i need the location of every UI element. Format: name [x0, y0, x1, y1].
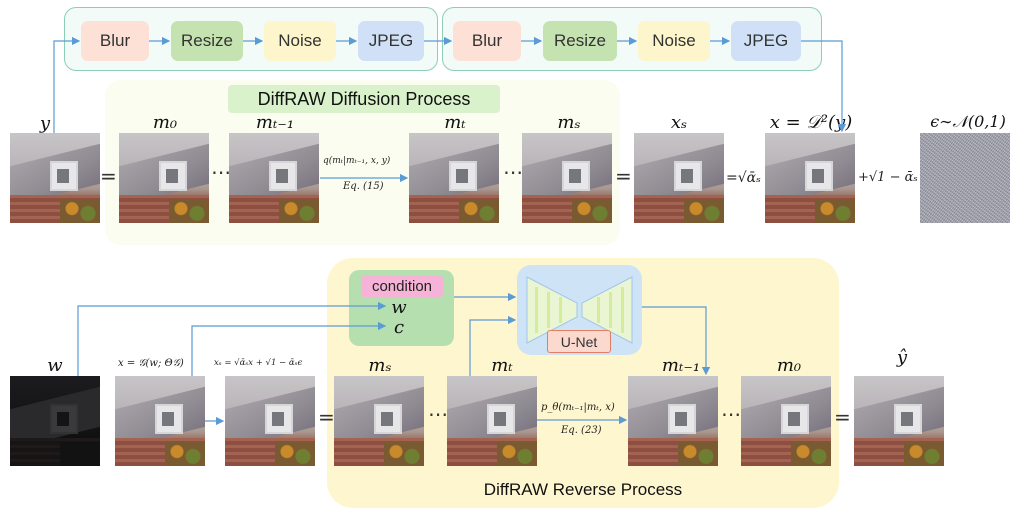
image-xs-rev	[225, 376, 315, 466]
label-rev-m0: m₀	[776, 355, 802, 376]
condition-w: w	[391, 297, 407, 318]
sqrt-alpha-label: =√ᾱₛ	[726, 170, 761, 186]
jpeg-op-2: JPEG	[731, 21, 801, 61]
arrow-unet-to-mt1	[642, 306, 711, 376]
resize-op-2: Resize	[543, 21, 617, 61]
blur-op-2: Blur	[453, 21, 521, 61]
reverse-transition-label: p_θ(mₜ₋₁|mₜ, x)	[541, 402, 615, 413]
image-rev-mt-1	[628, 376, 718, 466]
diffusion-process-title: DiffRAW Diffusion Process	[228, 85, 500, 113]
unet-tag: U-Net	[547, 330, 611, 353]
unet-shape-icon	[526, 276, 633, 344]
label-mt-1: mₜ₋₁	[255, 112, 295, 133]
jpeg-op-1: JPEG	[358, 21, 424, 61]
noise-op-1: Noise	[264, 21, 336, 61]
image-mt-1	[229, 133, 319, 223]
label-xs-formula: xₛ = √ᾱₛx + √1 − ᾱₛϵ	[214, 358, 303, 368]
ellipsis-2: ⋯	[503, 160, 523, 184]
resize-op-1: Resize	[171, 21, 243, 61]
condition-c: c	[393, 317, 405, 338]
image-ms	[522, 133, 612, 223]
arrow-xg-to-condition	[191, 321, 387, 376]
rev-equals-sign-1: =	[318, 405, 335, 429]
image-m0	[119, 133, 209, 223]
rev-ellipsis-2: ⋯	[721, 402, 741, 426]
label-x-generator: x = 𝒢(w; Θ𝒢)	[118, 358, 184, 369]
label-w: w	[47, 355, 63, 376]
label-rev-mt-1: mₜ₋₁	[661, 355, 701, 376]
arrow-mt-to-unet	[469, 315, 517, 376]
label-epsilon: ϵ∼𝒩(0,1)	[930, 112, 1006, 131]
image-x	[765, 133, 855, 223]
arrow-w-to-condition	[77, 301, 387, 376]
label-rev-mt: mₜ	[491, 355, 513, 376]
image-xs	[634, 133, 724, 223]
noise-op-2: Noise	[638, 21, 710, 61]
image-rev-ms	[334, 376, 424, 466]
label-x-d2y: x = 𝒟²(y)	[769, 112, 853, 133]
label-rev-ms: mₛ	[368, 355, 392, 376]
image-w	[10, 376, 100, 466]
label-m0: m₀	[152, 112, 178, 133]
ellipsis-1: ⋯	[211, 160, 231, 184]
label-yhat: ŷ	[896, 347, 908, 368]
rev-equals-sign-2: =	[834, 405, 851, 429]
label-xs: xₛ	[670, 112, 688, 133]
noise-image	[920, 133, 1010, 223]
label-mt: mₜ	[444, 112, 466, 133]
rev-ellipsis-1: ⋯	[428, 402, 448, 426]
equals-sign-1: =	[100, 164, 117, 188]
image-x-generated	[115, 376, 205, 466]
image-yhat	[854, 376, 944, 466]
image-y	[10, 133, 100, 223]
label-ms: mₛ	[557, 112, 581, 133]
forward-transition-label: q(mₜ|mₜ₋₁, x, y)	[323, 156, 391, 166]
image-mt	[409, 133, 499, 223]
reverse-eq-ref: Eq. (23)	[561, 425, 602, 436]
blur-op-1: Blur	[81, 21, 149, 61]
reverse-process-title: DiffRAW Reverse Process	[483, 480, 683, 499]
image-rev-m0	[741, 376, 831, 466]
arrow-jpeg-to-x	[801, 40, 847, 133]
equals-sign-2: =	[615, 164, 632, 188]
condition-tag: condition	[361, 276, 443, 297]
sqrt-one-minus-alpha-label: +√1 − ᾱₛ	[858, 170, 918, 185]
label-y: y	[39, 113, 51, 134]
forward-eq-ref: Eq. (15)	[343, 181, 384, 192]
arrow-y-to-pipeline	[53, 36, 81, 133]
image-rev-mt	[447, 376, 537, 466]
